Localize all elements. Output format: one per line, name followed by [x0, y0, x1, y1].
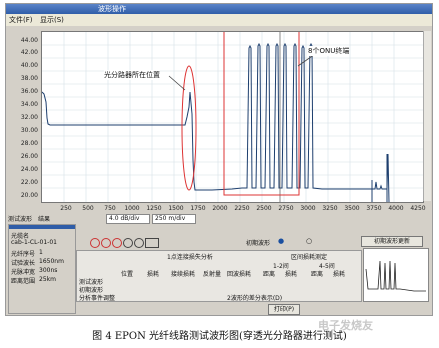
menu-bar: 文件(F) 显示(S): [6, 14, 432, 26]
tab-result[interactable]: 结果: [38, 216, 51, 223]
x-tick: 1750: [190, 205, 206, 212]
field-label: 光纤序号: [11, 251, 36, 258]
waveform-svg: [41, 29, 423, 203]
event-button-off[interactable]: [145, 238, 159, 248]
field-value: 1: [39, 249, 43, 256]
y-tick: 44.00: [20, 37, 38, 44]
watermark: 电子发烧友: [318, 319, 373, 332]
cable-name-label: 光缆名: [11, 233, 30, 240]
vertical-scale: 4.0 dB/div: [109, 215, 140, 222]
table-header: 反射量: [203, 271, 222, 278]
info-header-bar: [9, 225, 75, 229]
y-tick: 40.00: [20, 62, 38, 69]
table-header: 接续损耗: [171, 271, 196, 278]
x-tick: 1000: [124, 205, 140, 212]
y-tick: 28.00: [20, 140, 38, 147]
tab-test-waveform[interactable]: 测试波形: [8, 216, 33, 223]
waveform-plot[interactable]: 光分路器所在位置 8个ONU终端: [41, 29, 424, 203]
vertical-scale-field[interactable]: 4.0 dB/div: [106, 214, 150, 224]
table-header: 损耗: [147, 271, 160, 278]
y-tick: 24.00: [20, 166, 38, 173]
radio-off[interactable]: ○: [306, 237, 313, 245]
menu-file[interactable]: 文件(F): [9, 16, 33, 24]
sub-header: 1-2间: [273, 263, 289, 270]
update-initial-button-label: 初期波形更新: [373, 238, 410, 245]
window-title: 波形操作: [98, 5, 126, 13]
y-tick: 42.00: [20, 49, 38, 56]
y-tick: 20.00: [20, 192, 38, 199]
y-tick: 32.00: [20, 114, 38, 121]
horizontal-scale: 250 m/div: [155, 215, 186, 222]
table-header: 距离: [263, 271, 276, 278]
field-label: 距离范围: [11, 278, 36, 285]
x-tick: 2750: [278, 205, 294, 212]
x-tick: 1500: [168, 205, 184, 212]
splitter-annotation: 光分路器所在位置: [104, 70, 160, 80]
info-panel: 光缆名 cab-1-CL-01-01 光纤序号 1 试验波长 1650nm 光脉…: [8, 224, 76, 314]
cable-name-value: cab-1-CL-01-01: [11, 239, 57, 246]
mini-waveform-svg: [365, 260, 426, 292]
y-tick: 26.00: [20, 153, 38, 160]
event-buttons: [90, 238, 166, 248]
analysis-adjust-label[interactable]: 分析事件调整: [79, 295, 116, 302]
bottom-panel: 测试波形 结果 4.0 dB/div 250 m/div 光缆名 cab-1-C…: [6, 214, 432, 315]
waveform-trace: [41, 42, 390, 203]
y-tick: 22.00: [20, 179, 38, 186]
y-tick: 36.00: [20, 88, 38, 95]
x-tick: 250: [60, 205, 72, 212]
x-tick: 1250: [146, 205, 162, 212]
table-header: 距离: [311, 271, 324, 278]
event-button-1[interactable]: [90, 238, 100, 248]
table-header: 损耗: [285, 271, 298, 278]
radio-on[interactable]: ●: [278, 237, 285, 245]
table-title-right: 区间损耗测定: [291, 254, 328, 261]
table-header: 回波损耗: [227, 271, 252, 278]
field-label: 光脉冲宽: [11, 269, 36, 276]
horizontal-scale-field[interactable]: 250 m/div: [152, 214, 196, 224]
compare-label: 初期波形: [246, 240, 271, 247]
y-tick: 34.00: [20, 101, 38, 108]
x-tick: 2500: [256, 205, 272, 212]
x-tick: 3000: [300, 205, 316, 212]
y-tick: 38.00: [20, 75, 38, 82]
update-initial-button[interactable]: 初期波形更新: [361, 236, 423, 247]
mini-waveform: [363, 248, 429, 302]
y-tick: 30.00: [20, 127, 38, 134]
x-tick: 3750: [366, 205, 382, 212]
figure-caption: 图 4 EPON 光纤线路测试波形图(穿透光分路器进行测试): [92, 331, 347, 342]
x-tick: 500: [82, 205, 94, 212]
print-button-label: 打印(P): [273, 306, 295, 313]
title-bar: 波形操作: [6, 4, 432, 14]
table-title-left: 1点连接损失分析: [167, 254, 213, 261]
x-tick: 2250: [234, 205, 250, 212]
app-window: 波形操作 文件(F) 显示(S) 44.00 42.00 40.00 38.00…: [5, 3, 433, 316]
onu-annotation: 8个ONU终端: [308, 46, 350, 56]
initial-waveform-button[interactable]: 初期波形: [79, 287, 104, 294]
menu-view[interactable]: 显示(S): [40, 16, 64, 24]
splitter-ellipse: [181, 65, 197, 191]
x-tick: 750: [104, 205, 116, 212]
analysis-table: 1点连接损失分析 区间损耗测定 1-2间 4-5间 位置 损耗 接续损耗 反射量…: [76, 250, 362, 302]
event-button-2[interactable]: [101, 238, 111, 248]
test-waveform-button[interactable]: 测试波形: [79, 279, 104, 286]
table-header: 位置: [121, 271, 134, 278]
x-tick: 3250: [322, 205, 338, 212]
event-button-4[interactable]: [123, 238, 133, 248]
table-header: 损耗: [333, 271, 346, 278]
field-label: 试验波长: [11, 260, 36, 267]
field-value: 25km: [39, 276, 56, 283]
x-tick: 4250: [410, 205, 426, 212]
print-button[interactable]: 打印(P): [268, 304, 300, 315]
x-tick: 3500: [344, 205, 360, 212]
x-tick: 4000: [388, 205, 404, 212]
event-button-3[interactable]: [112, 238, 122, 248]
field-value: 300ns: [39, 267, 58, 274]
field-value: 1650nm: [39, 258, 64, 265]
diff-display-label[interactable]: 2波形的差分表示(D): [227, 295, 283, 302]
sub-header: 4-5间: [319, 263, 335, 270]
event-button-5[interactable]: [134, 238, 144, 248]
onu-rectangle: [223, 29, 300, 196]
x-tick: 2000: [212, 205, 228, 212]
vertical-scrollbar[interactable]: [423, 31, 431, 201]
